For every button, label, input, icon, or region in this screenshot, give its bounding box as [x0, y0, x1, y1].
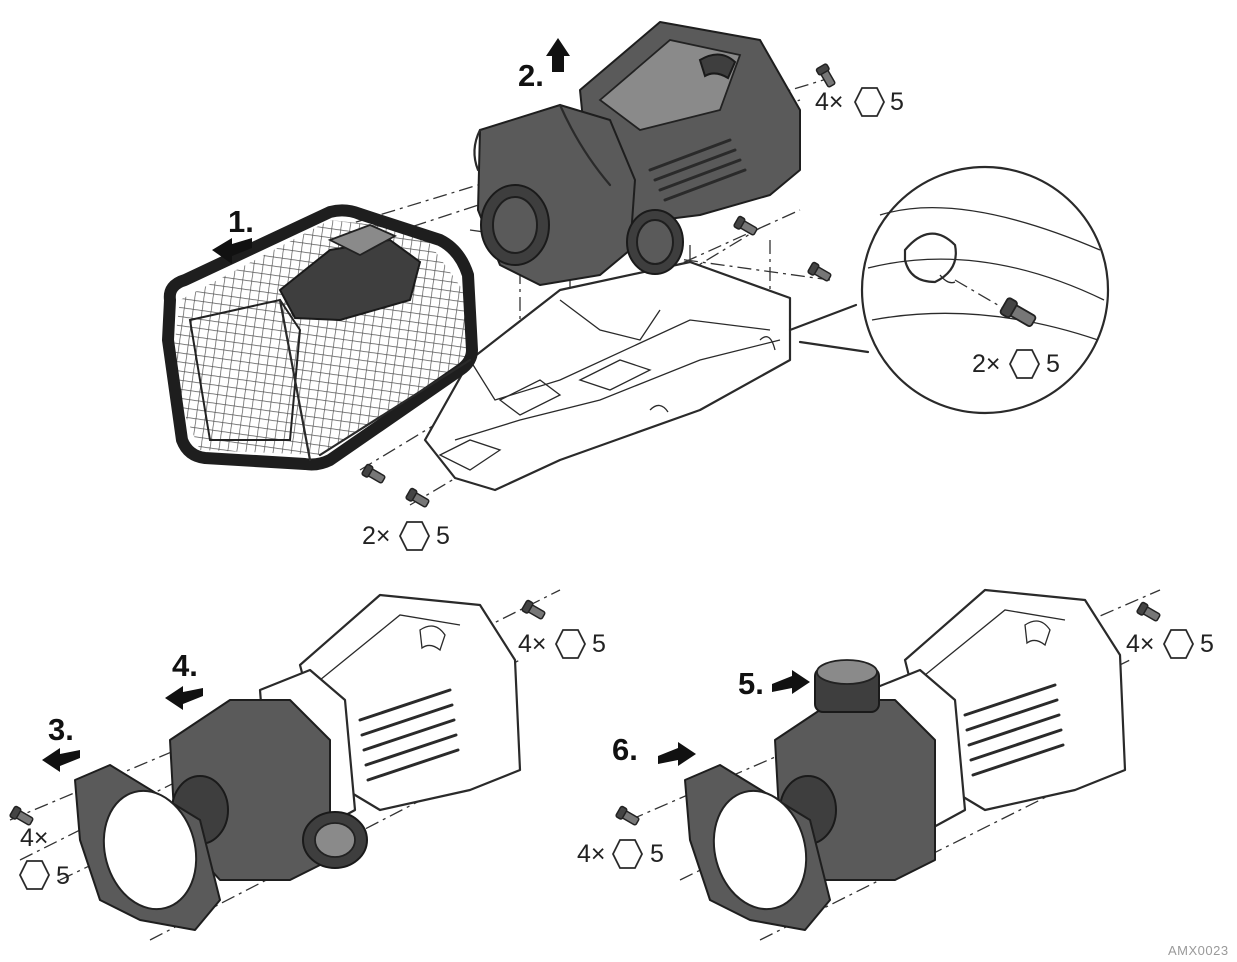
fastener-size: 5 — [56, 862, 70, 890]
fastener-spec: 4× 5 — [518, 629, 606, 659]
hexagon-icon — [18, 860, 51, 890]
fastener-count: 4× — [1126, 630, 1155, 658]
screw-icon — [999, 297, 1037, 327]
screw-icon — [1135, 601, 1163, 624]
arrow-icon — [658, 742, 696, 766]
figure-code: AMX0023 — [1168, 943, 1229, 958]
step-label: 6. — [612, 732, 638, 767]
fastener-spec: 4× 5 — [1126, 629, 1214, 659]
screw-icon — [360, 463, 388, 486]
step-label: 3. — [48, 712, 74, 747]
arrow-icon — [165, 686, 203, 710]
top-assembly: 1. 2. 4× 5 2× 5 — [162, 21, 1110, 551]
screw-icon — [404, 487, 432, 510]
fastener-count: 4× — [20, 824, 49, 852]
fastener-spec: 4× 5 — [577, 839, 664, 869]
fastener-size: 5 — [592, 630, 606, 658]
step-label: 1. — [228, 204, 254, 239]
fastener-size: 5 — [650, 840, 664, 868]
screw-icon — [815, 62, 838, 90]
hexagon-icon — [853, 87, 886, 117]
bottom-left-assembly: 3. 4. 4× 5 4× 5 — [8, 589, 606, 941]
fastener-count: 4× — [815, 88, 844, 116]
fastener-size: 5 — [436, 522, 450, 550]
hexagon-icon — [611, 839, 644, 869]
fastener-spec: 4× 5 — [18, 824, 70, 890]
hexagon-icon — [1162, 629, 1195, 659]
fastener-size: 5 — [1046, 350, 1060, 378]
fastener-count: 4× — [577, 840, 606, 868]
step-label: 4. — [172, 648, 198, 683]
hexagon-icon — [554, 629, 587, 659]
fastener-count: 2× — [972, 350, 1001, 378]
fastener-spec: 2× 5 — [362, 521, 450, 551]
fastener-spec: 4× 5 — [815, 87, 904, 117]
arrow-icon — [546, 38, 570, 72]
fastener-size: 5 — [1200, 630, 1214, 658]
screw-icon — [614, 805, 642, 828]
motor-housing — [473, 21, 801, 286]
hexagon-icon — [398, 521, 431, 551]
arrow-icon — [772, 670, 810, 694]
filter-cage — [162, 204, 478, 471]
screw-icon — [732, 215, 760, 238]
arrow-icon — [212, 238, 252, 264]
base-tray — [423, 260, 792, 492]
hexagon-icon — [1008, 349, 1041, 379]
bottom-right-assembly: 5. 6. 4× 5 4× 5 — [577, 588, 1214, 941]
step-label: 2. — [518, 58, 544, 93]
detail-callout: 2× 5 — [788, 165, 1110, 415]
arrow-icon — [42, 748, 80, 772]
screw-icon — [806, 261, 834, 284]
step-label: 5. — [738, 666, 764, 701]
fastener-count: 2× — [362, 522, 391, 550]
fastener-count: 4× — [518, 630, 547, 658]
fastener-size: 5 — [890, 88, 904, 116]
